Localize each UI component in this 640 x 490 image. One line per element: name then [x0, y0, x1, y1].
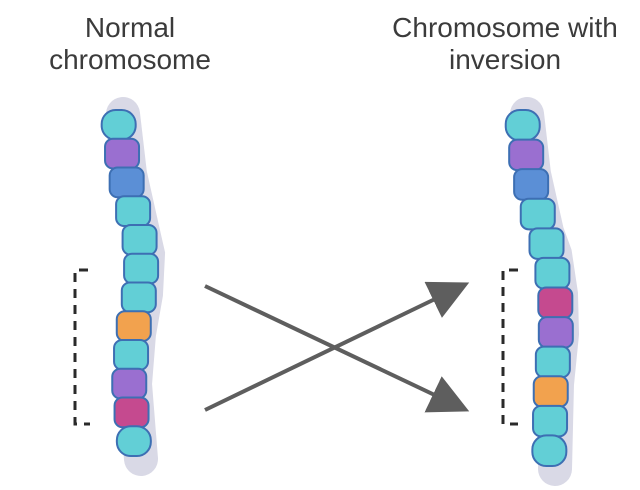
title-line: Chromosome with	[392, 12, 618, 43]
chromosome-band-blue	[108, 166, 145, 199]
chromosome-band-cyan	[532, 404, 569, 438]
chromosome-band-cyan	[534, 256, 571, 290]
chromosome-band-cyan	[123, 252, 160, 285]
title-line: Normal	[84, 12, 176, 43]
chromosome-band-orange	[115, 310, 152, 342]
chromosome-band-magenta	[113, 396, 150, 429]
arrow-up-right-icon	[204, 281, 470, 412]
chromosome-band-cyan	[121, 224, 158, 256]
inverted-chromosome-title: Chromosome with inversion	[360, 12, 640, 76]
chromosome-band-cyan	[504, 109, 541, 142]
chromosome-band-purple	[104, 137, 141, 170]
chromosome-band-cyan	[120, 281, 157, 314]
chromosome-band-cyan	[100, 109, 137, 141]
chromosome-band-cyan	[531, 434, 568, 467]
chromosome-band-purple	[111, 367, 148, 400]
chromosome-band-orange	[532, 375, 569, 408]
chromosome-band-cyan	[115, 195, 152, 227]
normal-chromosome	[100, 97, 166, 476]
normal-chromosome-title: Normal chromosome	[10, 12, 250, 76]
chromosome-band-purple	[537, 316, 574, 349]
chromosome-band-purple	[508, 138, 545, 172]
dashed-bracket-icon	[73, 268, 90, 426]
chromosome-band-cyan	[519, 197, 556, 231]
chromosome-band-cyan	[534, 345, 571, 379]
inverted-chromosome	[504, 97, 580, 486]
dashed-bracket-icon	[501, 268, 518, 426]
chromosome-band-cyan	[113, 339, 150, 371]
chromosome-band-magenta	[537, 286, 574, 320]
chromosome-band-cyan	[528, 227, 565, 260]
title-line: chromosome	[49, 44, 211, 75]
chromosome-band-blue	[513, 168, 550, 201]
chromosome-band-cyan	[115, 425, 152, 457]
title-line: inversion	[448, 44, 562, 75]
